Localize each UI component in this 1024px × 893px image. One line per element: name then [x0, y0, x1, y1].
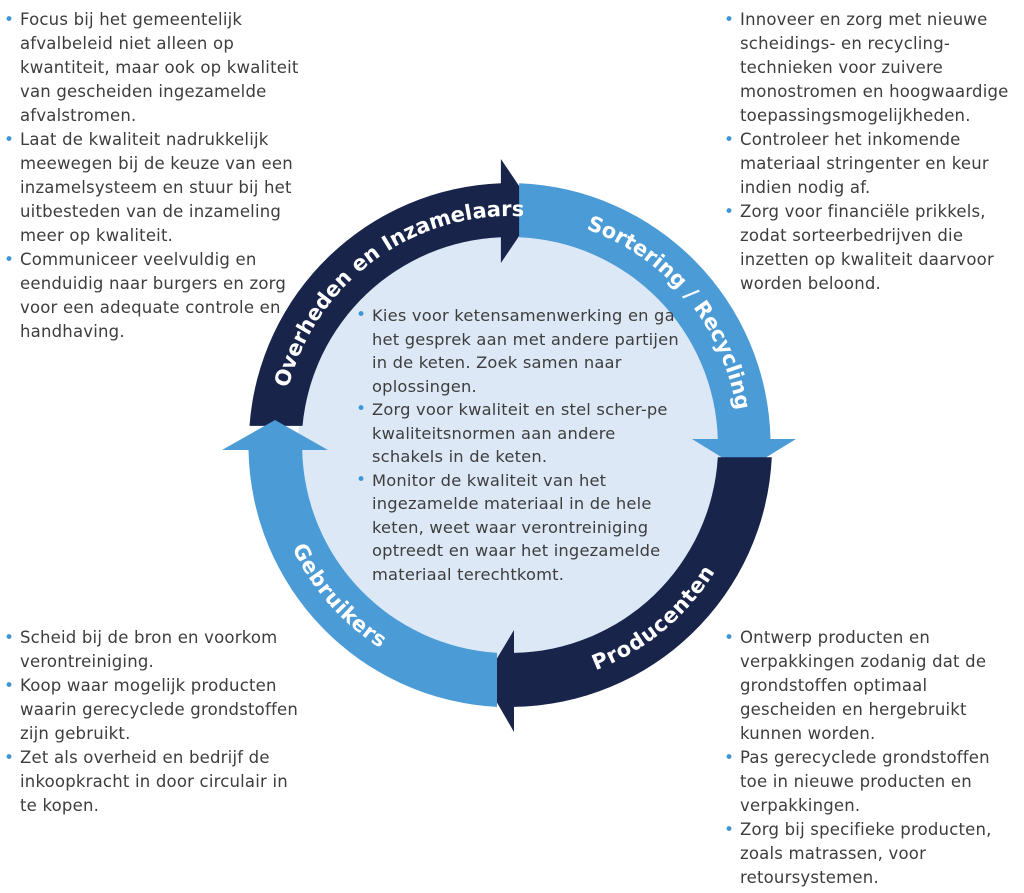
- list-item: Zet als overheid en bedrijf de inkoopkra…: [4, 746, 304, 818]
- segment-producenten-arrow: [484, 457, 772, 732]
- list-item: Scheid bij de bron en voorkom verontrein…: [4, 626, 304, 674]
- text-block-gebruikers: Scheid bij de bron en voorkom verontrein…: [4, 626, 304, 818]
- list-item: Laat de kwaliteit nadrukkelijk meewegen …: [4, 128, 304, 248]
- list-item: Kies voor ketensamenwerking en ga het ge…: [356, 304, 684, 398]
- list-item: Zorg voor financiële prikkels, zodat sor…: [724, 200, 1022, 296]
- text-block-center: Kies voor ketensamenwerking en ga het ge…: [356, 304, 684, 586]
- list-item: Koop waar mogelijk producten waarin gere…: [4, 674, 304, 746]
- text-block-sortering: Innoveer en zorg met nieuwe scheidings- …: [724, 8, 1022, 296]
- list-item: Focus bij het gemeentelijk afvalbeleid n…: [4, 8, 304, 128]
- segment-overheden-arrow: [249, 159, 536, 426]
- segment-sortering-arrow: [519, 183, 796, 471]
- list-item: Monitor de kwaliteit van het ingezamelde…: [356, 469, 684, 587]
- list-item: Zorg bij specifieke producten, zoals mat…: [724, 818, 1022, 890]
- list-item: Communiceer veelvuldig en eenduidig naar…: [4, 248, 304, 344]
- list-item: Zorg voor kwaliteit en stel scher-pe kwa…: [356, 398, 684, 469]
- list-item: Pas gerecyclede grondstoffen toe in nieu…: [724, 746, 1022, 818]
- text-block-producenten: Ontwerp producten en verpakkingen zodani…: [724, 626, 1022, 890]
- list-item: Innoveer en zorg met nieuwe scheidings- …: [724, 8, 1022, 128]
- list-item: Ontwerp producten en verpakkingen zodani…: [724, 626, 1022, 746]
- text-block-overheden: Focus bij het gemeentelijk afvalbeleid n…: [4, 8, 304, 344]
- segment-gebruikers-arrow: [222, 420, 497, 707]
- list-item: Controleer het inkomende materiaal strin…: [724, 128, 1022, 200]
